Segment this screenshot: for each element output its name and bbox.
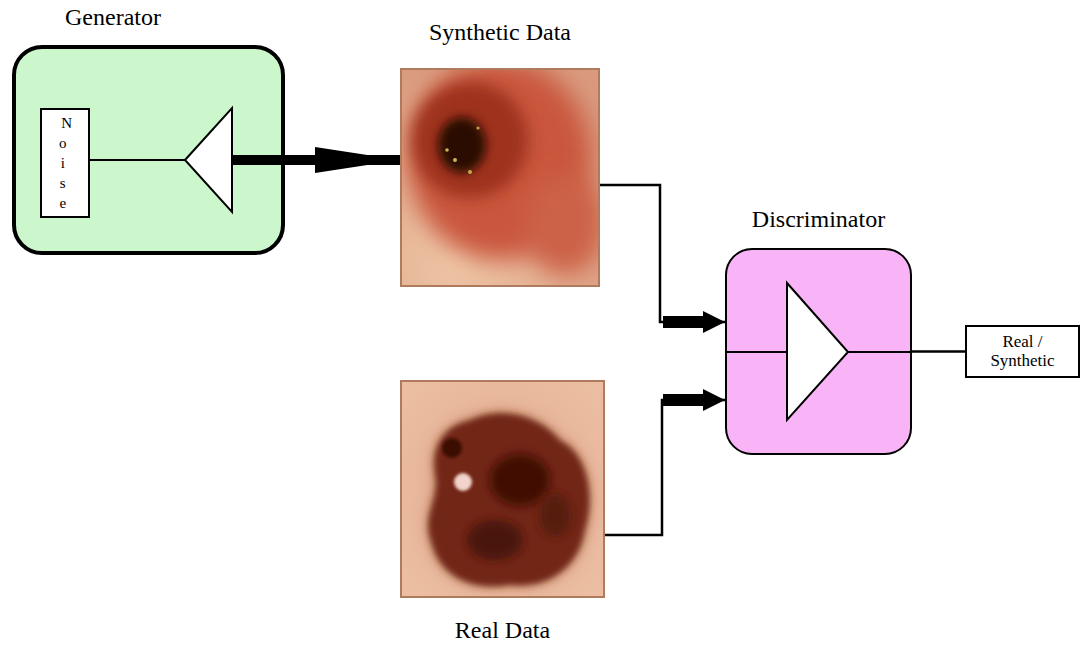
synthetic-lesion-image	[412, 82, 528, 198]
box-heading: Discriminator	[752, 205, 885, 234]
generator-symbol	[90, 159, 185, 161]
synthetic-lesion-image	[476, 126, 479, 129]
real-lesion-image	[400, 380, 605, 598]
heading-holder: Real Data	[370, 616, 635, 645]
arrow-head	[315, 147, 400, 173]
synthetic-lesion-image	[438, 117, 486, 173]
generator-symbol	[232, 155, 285, 165]
real-lesion-image	[400, 380, 605, 598]
synthetic-lesion-image	[525, 175, 600, 275]
connector-arrow	[285, 147, 400, 173]
box-heading: Generator	[65, 3, 161, 32]
box-outline	[14, 47, 283, 253]
real-lesion-image	[539, 493, 571, 537]
real-lesion-image	[454, 473, 472, 491]
real-lesion-image	[490, 454, 550, 506]
arrow-head	[663, 389, 725, 411]
heading-holder: Synthetic Data	[370, 18, 630, 47]
generator-box: NoiseGenerator	[12, 45, 285, 255]
arrow-head	[663, 311, 725, 333]
synthetic-lesion-image	[453, 158, 457, 162]
connector-line	[912, 350, 965, 353]
connector-arrow	[605, 389, 725, 535]
generator-symbol	[185, 108, 232, 212]
box-label: Noise	[57, 113, 74, 213]
connector-arrow	[600, 185, 725, 333]
generator-symbol	[90, 108, 285, 212]
box-outline	[726, 249, 911, 454]
image-heading: Synthetic Data	[429, 18, 571, 47]
real-lesion-image	[442, 438, 462, 458]
real-lesion-image	[428, 413, 590, 587]
discriminator-symbol	[787, 283, 848, 420]
image-heading: Real Data	[455, 616, 550, 645]
output-box: Real / Synthetic	[965, 325, 1080, 378]
image-frame	[401, 69, 599, 286]
connector-arrow	[912, 351, 965, 352]
synthetic-lesion-image	[468, 170, 472, 174]
box-label: Real / Synthetic	[967, 333, 1078, 370]
noise-box: Noise	[40, 108, 90, 218]
real-lesion-image	[428, 413, 590, 587]
connector-line	[600, 185, 725, 322]
discriminator-symbol	[725, 351, 787, 353]
discriminator-symbol	[848, 351, 912, 353]
heading-holder: Discriminator	[695, 205, 942, 234]
synthetic-lesion-image	[400, 68, 600, 287]
real-lesion-image	[467, 520, 523, 560]
connector-line	[605, 400, 725, 535]
synthetic-lesion-image	[445, 148, 449, 152]
image-frame	[401, 381, 604, 597]
heading-holder: Generator	[65, 3, 275, 32]
discriminator-symbol	[725, 283, 912, 420]
